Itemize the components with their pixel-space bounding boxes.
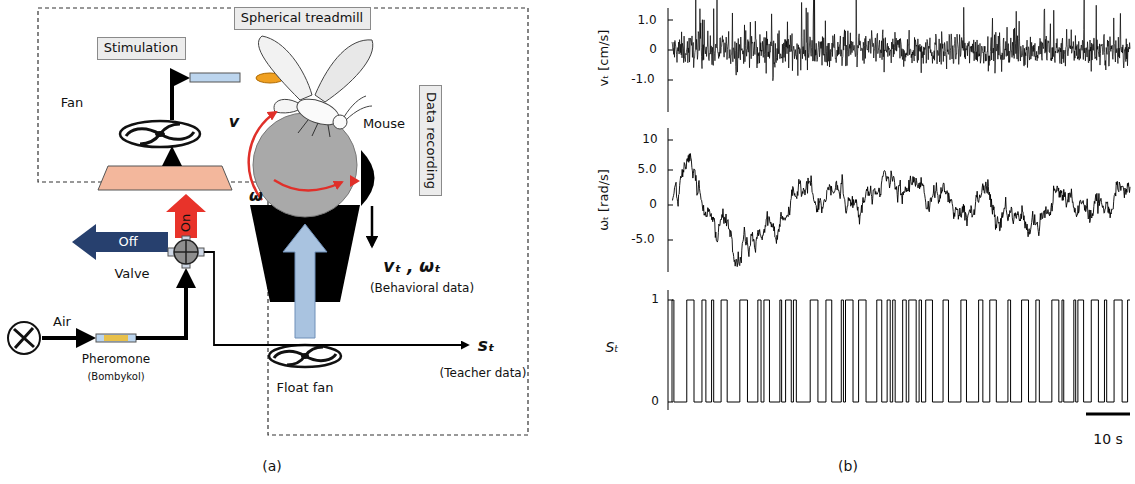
box-title: Spherical treadmill bbox=[241, 11, 363, 25]
part-label: Air bbox=[53, 315, 71, 329]
variable-label: v bbox=[229, 113, 239, 131]
arrow-label: Off bbox=[118, 235, 137, 249]
pheromone-sample bbox=[104, 335, 128, 341]
axis-title: ωₜ [rad/s] bbox=[597, 169, 611, 231]
tick-label: 1 bbox=[651, 293, 659, 306]
signal-note: (Teacher data) bbox=[440, 367, 527, 380]
arrow-label: On bbox=[179, 214, 193, 232]
recording-box: Data recording bbox=[419, 85, 442, 196]
contact-marker bbox=[350, 175, 360, 187]
air-flow-arrow bbox=[170, 150, 174, 166]
part-label: Mouse bbox=[363, 117, 405, 131]
tick-label: 5.0 bbox=[637, 163, 656, 176]
panel-label: (a) bbox=[262, 459, 282, 474]
angular-velocity-trace bbox=[672, 154, 1130, 267]
part-label: Fan bbox=[61, 96, 84, 110]
stimulation-box: Stimulation bbox=[97, 37, 186, 60]
air-flow-arrow bbox=[172, 78, 186, 120]
air-line bbox=[136, 272, 186, 338]
tick-label: 0 bbox=[649, 198, 657, 211]
tick-label: -1.0 bbox=[631, 73, 654, 86]
tick-label: 10 bbox=[642, 133, 657, 146]
moth bbox=[258, 36, 372, 137]
treadmill-box: Spherical treadmill bbox=[234, 7, 371, 30]
signal-name: vₜ , ωₜ bbox=[383, 257, 440, 276]
tick-label: 1.0 bbox=[637, 14, 656, 27]
air-pump-icon bbox=[8, 322, 40, 354]
variable-label: ω bbox=[249, 187, 263, 205]
valve bbox=[168, 236, 204, 268]
part-label: Float fan bbox=[276, 381, 333, 395]
signal-name: sₜ bbox=[478, 336, 495, 355]
part-label: Pheromone bbox=[82, 353, 150, 366]
box-title: Stimulation bbox=[104, 41, 178, 55]
teacher-line bbox=[204, 252, 468, 345]
off-arrow bbox=[72, 224, 168, 260]
scale-bar bbox=[1086, 413, 1130, 416]
fan-icon bbox=[120, 121, 200, 147]
part-label: Valve bbox=[114, 267, 149, 281]
tick-label: 0 bbox=[649, 43, 657, 56]
axis-title: Sₜ bbox=[605, 340, 618, 355]
sphere bbox=[253, 113, 357, 217]
air-arrow bbox=[283, 224, 327, 338]
float-fan-icon bbox=[269, 345, 341, 367]
stimulus-trace bbox=[672, 300, 1130, 402]
nozzle bbox=[190, 73, 240, 82]
dashed-region bbox=[38, 8, 528, 435]
axis-title: vₜ [cm/s] bbox=[597, 30, 611, 87]
on-arrow bbox=[166, 194, 206, 238]
mouse-sensor bbox=[361, 150, 375, 206]
box-title: Data recording bbox=[423, 92, 437, 189]
omega-arrow bbox=[274, 180, 342, 191]
part-note: (Bombykol) bbox=[87, 371, 144, 382]
air-line bbox=[42, 336, 92, 340]
fan-base bbox=[98, 166, 232, 190]
signal-note: (Behavioral data) bbox=[370, 282, 474, 295]
panel-label: (b) bbox=[838, 459, 858, 474]
output-arrow bbox=[371, 206, 374, 246]
scale-label: 10 s bbox=[1093, 432, 1123, 447]
tick-label: -5.0 bbox=[631, 233, 654, 246]
velocity-trace bbox=[672, 0, 1130, 81]
tick-label: 0 bbox=[651, 395, 659, 408]
pheromone-tube bbox=[96, 334, 136, 342]
